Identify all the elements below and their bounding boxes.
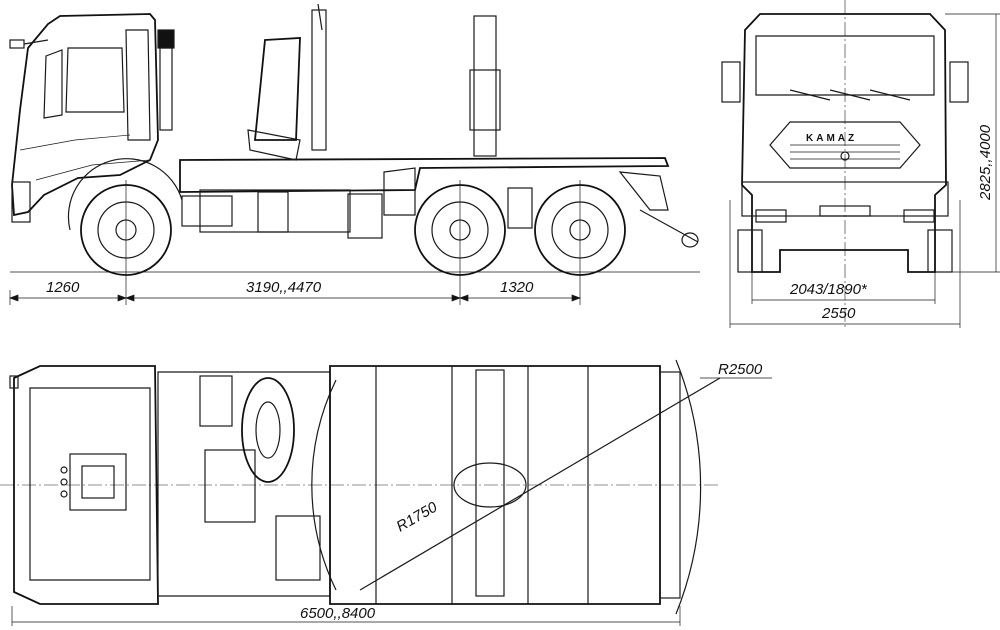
dim-track: 2043/1890* (789, 281, 868, 298)
front-view: KAMAZ (721, 0, 1000, 330)
dim-width: 2550 (821, 305, 856, 322)
side-cab (9, 13, 175, 223)
brand-logo-text: KAMAZ (806, 133, 857, 144)
hooklift-arm (247, 3, 501, 161)
dim-rear-axle-spacing: 1320 (500, 279, 534, 296)
dim-overall-length: 6500,,8400 (300, 605, 376, 622)
top-view (0, 359, 772, 626)
dim-inner-radius: R1750 (394, 498, 441, 535)
dim-front-overhang: 1260 (46, 279, 80, 296)
side-frame (179, 157, 699, 248)
dim-outer-radius: R2500 (718, 361, 763, 378)
side-dimensions (9, 180, 581, 305)
dim-wheelbase: 3190,,4470 (246, 279, 322, 296)
dim-height: 2825,,4000 (977, 124, 994, 201)
side-view: 1260 3190,,4470 1320 (9, 3, 700, 305)
front-wheel (67, 158, 183, 276)
